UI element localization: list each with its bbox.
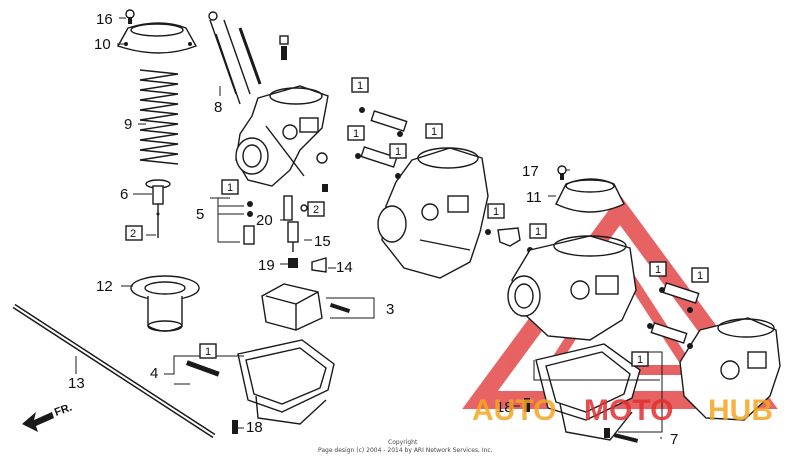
callout-18-right: 18: [496, 399, 513, 416]
svg-text:HUB: HUB: [708, 394, 773, 427]
part-9-spring: [139, 69, 179, 165]
part-6-needle-holder: [145, 179, 171, 238]
callout-10: 10: [94, 36, 111, 53]
callout-18-left: 18: [246, 419, 263, 436]
callout-14: 14: [336, 259, 353, 276]
part-8-cable: [208, 11, 262, 105]
carburetor-body-1: [235, 85, 329, 187]
callout-1-tee-b: 1: [535, 226, 541, 238]
callout-2-center: 2: [313, 204, 319, 216]
svg-text:AUTO: AUTO: [472, 394, 556, 427]
callout-5: 5: [196, 206, 204, 223]
part-15-screw: [287, 221, 299, 252]
callout-6: 6: [120, 186, 128, 203]
callout-3: 3: [386, 301, 394, 318]
part-4-float-bowl: [185, 339, 335, 425]
part-17-screw: [557, 165, 567, 180]
screw-top-center: [279, 35, 289, 60]
part-3-float: [261, 283, 351, 331]
callout-2-left: 2: [130, 228, 136, 240]
callout-1-pipe-f: 1: [697, 270, 703, 282]
callout-7: 7: [670, 431, 678, 448]
callout-labels: 16 10 9 6 2 12 13 FR. 8 1 5 20 2 15 19 1…: [53, 11, 709, 448]
callout-12: 12: [96, 278, 113, 295]
part-7-screws: [604, 428, 639, 443]
callout-1-bowl-right: 1: [637, 354, 643, 366]
part-11-top-cover: [555, 178, 625, 213]
callout-1-pipe-a: 1: [357, 80, 363, 92]
callout-20: 20: [256, 212, 273, 229]
svg-text:Page design (c) 2004 - 2014 by: Page design (c) 2004 - 2014 by ARI Netwo…: [318, 447, 493, 454]
svg-text:Copyright: Copyright: [388, 439, 418, 446]
callout-1-center: 1: [227, 182, 233, 194]
callout-19: 19: [258, 257, 275, 274]
leader-lines: [75, 17, 663, 439]
callout-17: 17: [522, 163, 539, 180]
carburetor-body-2: [377, 147, 489, 279]
part-20-jet: [283, 195, 293, 221]
part-12-diaphragm: [130, 275, 200, 332]
right-float-bowl: [535, 343, 641, 441]
part-18-screw-right: [524, 398, 530, 412]
callout-11: 11: [526, 189, 542, 206]
carburetor-body-4: [679, 317, 781, 421]
part-10-top-cover: [116, 22, 198, 54]
small-oring-group: [300, 184, 328, 212]
callout-4: 4: [150, 365, 158, 382]
callout-16: 16: [96, 11, 113, 28]
front-direction-arrow: [22, 412, 54, 432]
callout-1-pipe-d: 1: [395, 146, 401, 158]
callout-1-pipe-c: 1: [353, 128, 359, 140]
svg-text:MOTO: MOTO: [584, 394, 673, 427]
connecting-pipes-upper: [355, 107, 408, 179]
part-14-valve: [311, 257, 327, 273]
connecting-pipes-lower: [647, 282, 700, 349]
copyright-notice: Copyright Page design (c) 2004 - 2014 by…: [318, 439, 493, 454]
part-16-screw: [125, 9, 135, 24]
callout-13: 13: [68, 375, 85, 392]
callout-1-tee-a: 1: [493, 206, 499, 218]
callout-1-pipe-e: 1: [655, 264, 661, 276]
part-13-rod: [12, 303, 216, 439]
part-18-screw-left: [232, 420, 238, 434]
direction-label: FR.: [53, 401, 74, 418]
part-5-jet-set: [243, 201, 255, 245]
callout-1-pipe-b: 1: [431, 126, 437, 138]
callout-1-bowl: 1: [205, 346, 211, 358]
carburetor-body-3: [507, 235, 637, 341]
callout-9: 9: [124, 116, 132, 133]
watermark-text: AUTO MOTO HUB: [472, 394, 773, 427]
callout-15: 15: [314, 233, 331, 250]
connecting-tee: [485, 227, 533, 253]
part-19-plug: [288, 258, 298, 268]
callout-8: 8: [214, 99, 222, 116]
